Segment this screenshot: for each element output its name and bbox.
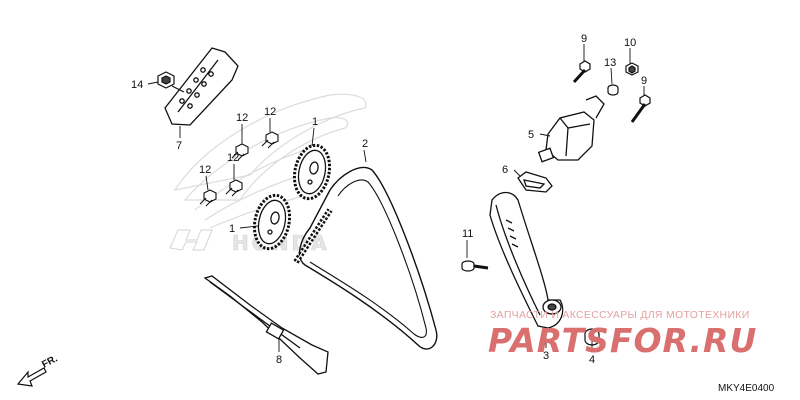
diagram-code: MKY4E0400 — [718, 383, 775, 394]
part-9-bolt-lower — [630, 94, 651, 123]
watermark-tagline: ЗАПЧАСТИ И АКСЕССУАРЫ ДЛЯ МОТОТЕХНИКИ — [490, 309, 750, 321]
part-14-bolt — [157, 71, 185, 93]
callout-9-lower: 9 — [641, 75, 647, 87]
callout-2: 2 — [362, 138, 368, 150]
callout-10: 10 — [624, 37, 636, 49]
callout-6: 6 — [502, 164, 508, 176]
callout-12-b: 12 — [264, 106, 276, 118]
watermark-brand: PARTSFOR.RU — [488, 321, 757, 360]
part-10-bolt — [625, 62, 639, 76]
front-direction-arrow: FR. — [16, 353, 60, 387]
part-6-gasket — [517, 171, 553, 193]
part-4-collar — [584, 328, 600, 346]
part-1-cam-sprocket-upper — [292, 143, 332, 201]
part-13-washer — [607, 84, 619, 96]
front-direction-label: FR. — [40, 353, 60, 370]
callout-labels: 14 7 12 12 12 12 1 1 2 9 10 13 9 5 6 11 … — [131, 33, 647, 366]
watermark: ЗАПЧАСТИ И АКСЕССУАРЫ ДЛЯ МОТОТЕХНИКИ PA… — [488, 309, 757, 360]
callout-14: 14 — [131, 79, 143, 91]
part-5-tensioner-lifter — [537, 95, 605, 163]
part-3-tensioner-arm — [489, 191, 564, 329]
callout-3: 3 — [543, 350, 549, 362]
part-7-bracket — [164, 47, 239, 126]
part-1-cam-sprocket-lower — [252, 193, 292, 251]
callout-8: 8 — [276, 354, 282, 366]
callout-12-a: 12 — [236, 112, 248, 124]
callout-1-upper: 1 — [312, 116, 318, 128]
callout-12-d: 12 — [199, 164, 211, 176]
callout-1-lower: 1 — [229, 223, 235, 235]
part-12-bolts — [199, 131, 279, 207]
callout-4: 4 — [589, 354, 595, 366]
callout-7: 7 — [176, 140, 182, 152]
callout-13: 13 — [604, 57, 616, 69]
part-8-chain-guide — [203, 275, 329, 375]
part-11-bolt — [461, 260, 489, 272]
callout-11: 11 — [462, 228, 473, 240]
callout-12-c: 12 — [227, 152, 239, 164]
leader-lines — [147, 44, 645, 352]
part-9-bolt-upper — [572, 60, 591, 84]
callout-5: 5 — [528, 129, 534, 141]
part-2-cam-chain — [293, 166, 438, 350]
callout-9-upper: 9 — [581, 33, 587, 45]
